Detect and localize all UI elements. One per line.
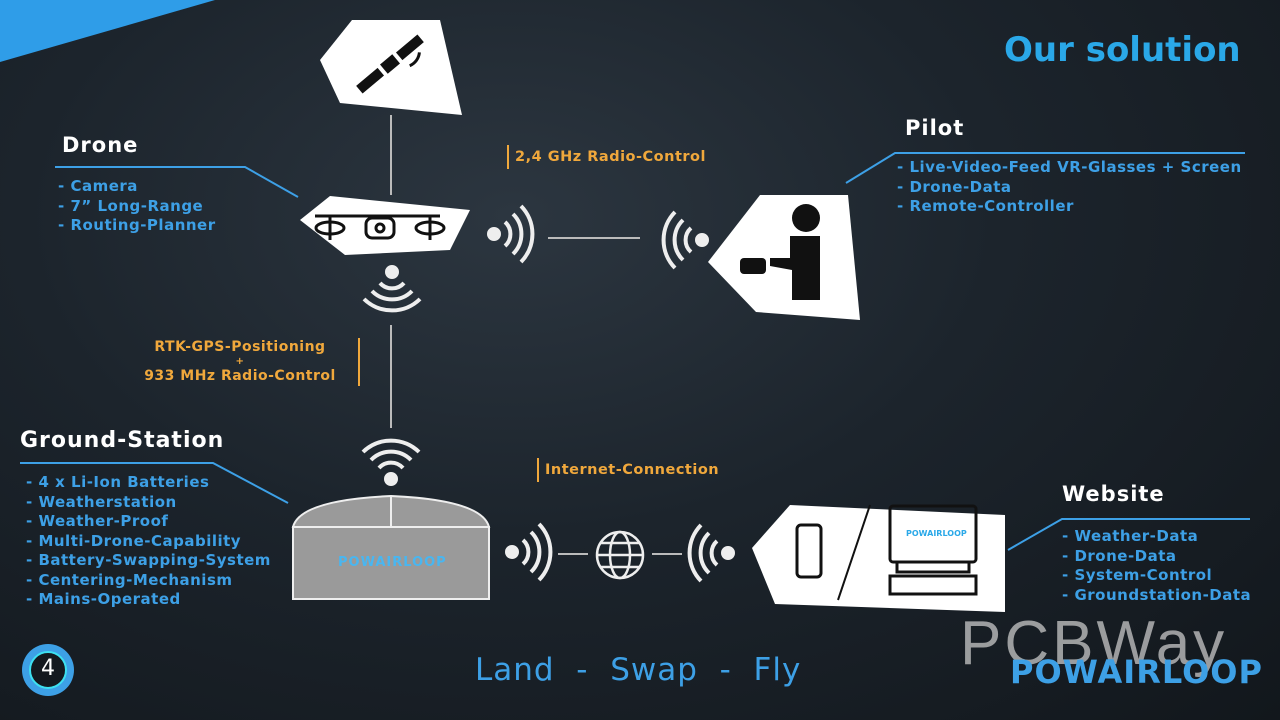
website-screen-logo: POWAIRLOOP [906, 529, 967, 538]
list-item: - Camera [58, 177, 138, 195]
drone-callout-line [55, 166, 299, 198]
rtk-label: RTK-GPS-Positioning + 933 MHz Radio-Cont… [130, 338, 360, 386]
ground-callout-line [20, 462, 289, 504]
drone-icon [314, 214, 446, 240]
list-item: - Battery-Swapping-System [26, 551, 271, 569]
list-item: - Mains-Operated [26, 590, 181, 608]
pilot-icon [740, 204, 820, 300]
wifi-drone-right-icon [487, 204, 535, 264]
list-item: - Centering-Mechanism [26, 570, 233, 589]
wifi-pilot-left-icon [661, 210, 709, 270]
radio-24-label: 2,4 GHz Radio-Control [507, 145, 706, 169]
list-item: - Multi-Drone-Capability [26, 531, 242, 550]
drone-features: - Camera - 7” Long-Range - Routing-Plann… [58, 177, 216, 236]
satellite-icon [356, 34, 424, 94]
list-item: - Routing-Planner [58, 216, 216, 234]
pilot-callout-line [845, 152, 1245, 184]
wifi-drone-down-icon [362, 265, 422, 313]
globe-icon [595, 530, 645, 580]
slide-title: Our solution [1004, 30, 1241, 70]
list-item: - 7” Long-Range [58, 196, 204, 215]
list-item: - Groundstation-Data [1062, 585, 1252, 604]
pilot-panel [708, 195, 860, 320]
phone-icon [795, 523, 823, 579]
device-divider [837, 504, 871, 601]
computer-icon [888, 504, 978, 596]
rtk-line1: RTK-GPS-Positioning [154, 339, 326, 355]
drone-heading: Drone [62, 133, 139, 157]
powairloop-logo: POWAIRLOOP [1010, 653, 1263, 691]
slide-number: 4 [41, 656, 55, 681]
radio-24-text: 2,4 GHz Radio-Control [515, 149, 706, 165]
pilot-heading: Pilot [905, 116, 965, 140]
list-item: - System-Control [1062, 566, 1213, 584]
website-panel [752, 505, 1005, 612]
ground-station-heading: Ground-Station [20, 428, 225, 453]
ground-station-icon [291, 494, 491, 600]
website-features: - Weather-Data - Drone-Data - System-Con… [1062, 527, 1251, 605]
wifi-website-left-icon [687, 523, 735, 583]
list-item: - Live-Video-Feed VR-Glasses + Screen [897, 158, 1242, 176]
list-item: - 4 x Li-Ion Batteries [26, 473, 210, 491]
wifi-station-right-icon [505, 522, 553, 582]
tagline: Land - Swap - Fly [475, 652, 802, 688]
list-item: - Weather-Data [1062, 527, 1199, 545]
ground-station-logo: POWAIRLOOP [338, 555, 447, 570]
pilot-features: - Live-Video-Feed VR-Glasses + Screen - … [897, 158, 1242, 217]
corner-accent [0, 0, 215, 62]
wifi-station-up-icon [361, 438, 421, 486]
drone-panel [300, 196, 470, 255]
list-item: - Remote-Controller [897, 197, 1074, 215]
list-item: - Drone-Data [897, 177, 1012, 196]
ground-station-features: - 4 x Li-Ion Batteries - Weatherstation … [26, 473, 271, 610]
rtk-plus: + [235, 356, 245, 367]
internet-label: Internet-Connection [537, 458, 719, 482]
pcbway-watermark: PCBWay [960, 609, 1228, 678]
rtk-line2: 933 MHz Radio-Control [144, 368, 336, 384]
list-item: - Drone-Data [1062, 546, 1177, 565]
internet-text: Internet-Connection [545, 462, 720, 478]
list-item: - Weather-Proof [26, 512, 169, 530]
website-callout-line [1007, 518, 1250, 551]
website-heading: Website [1062, 482, 1165, 506]
list-item: - Weatherstation [26, 492, 177, 511]
